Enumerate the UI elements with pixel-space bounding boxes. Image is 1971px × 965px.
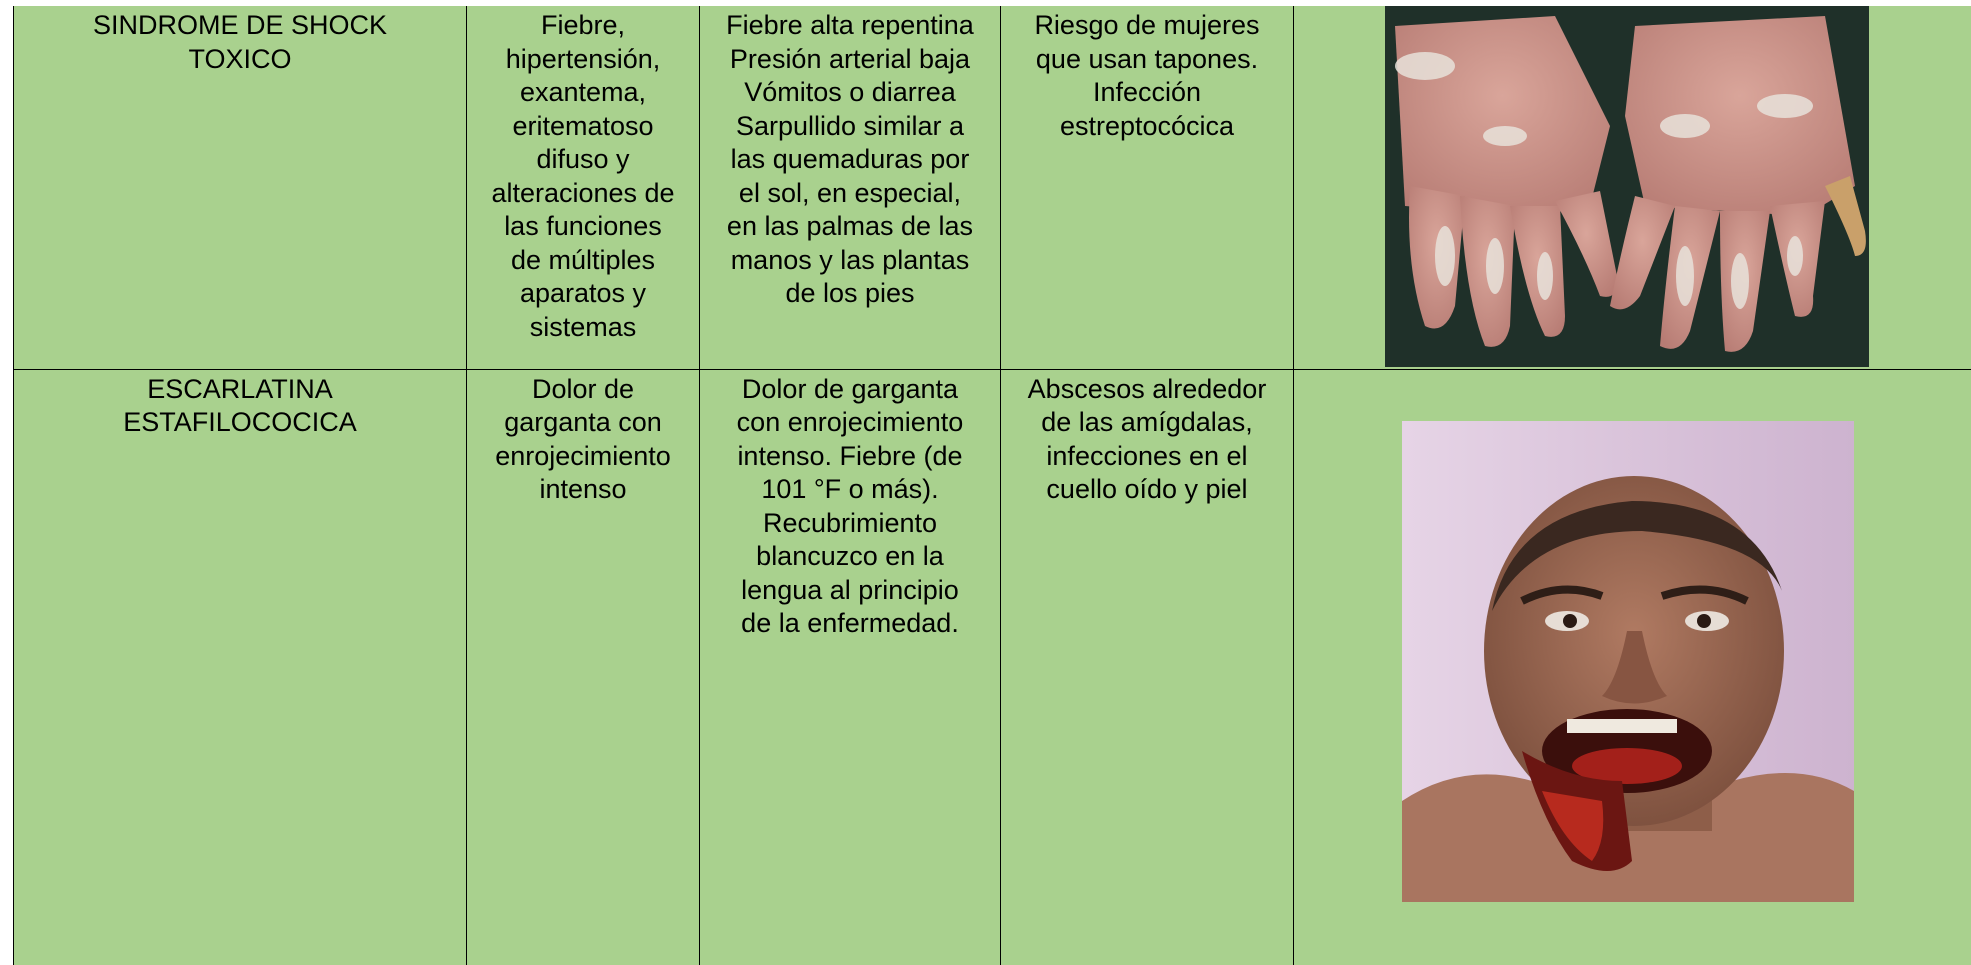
disease-name: ESCARLATINA ESTAFILOCOCICA — [123, 373, 357, 438]
photo-cell — [1293, 368, 1971, 965]
risk-cell: Riesgo de mujeres que usan tapones. Infe… — [1000, 6, 1294, 370]
description-text: Dolor de garganta con enrojecimiento int… — [495, 373, 671, 505]
table-row: SINDROME DE SHOCK TOXICO Fiebre, hiperte… — [13, 6, 1971, 370]
risk-text: Abscesos alrededor de las amígdalas, inf… — [1027, 373, 1267, 505]
description-text: Fiebre, hipertensión, exantema, eritemat… — [491, 10, 675, 342]
disease-table: SINDROME DE SHOCK TOXICO Fiebre, hiperte… — [13, 6, 1971, 965]
table-row: ESCARLATINA ESTAFILOCOCICA Dolor de garg… — [13, 368, 1971, 965]
symptoms-cell: Dolor de garganta con enrojecimiento int… — [699, 368, 1001, 965]
risk-text: Riesgo de mujeres que usan tapones. Infe… — [1034, 10, 1260, 141]
risk-cell: Abscesos alrededor de las amígdalas, inf… — [1000, 368, 1294, 965]
symptoms-text: Dolor de garganta con enrojecimiento int… — [736, 373, 964, 639]
photo-cell — [1293, 6, 1971, 370]
patient-face-photo — [1402, 420, 1854, 902]
hands-peeling-skin-photo — [1385, 6, 1869, 367]
disease-name-cell: ESCARLATINA ESTAFILOCOCICA — [13, 368, 467, 965]
symptoms-cell: Fiebre alta repentina Presión arterial b… — [699, 6, 1001, 370]
disease-name: SINDROME DE SHOCK TOXICO — [92, 10, 388, 74]
description-cell: Fiebre, hipertensión, exantema, eritemat… — [466, 6, 700, 370]
description-cell: Dolor de garganta con enrojecimiento int… — [466, 368, 700, 965]
symptoms-text: Fiebre alta repentina Presión arterial b… — [726, 10, 974, 308]
disease-name-cell: SINDROME DE SHOCK TOXICO — [13, 6, 467, 370]
